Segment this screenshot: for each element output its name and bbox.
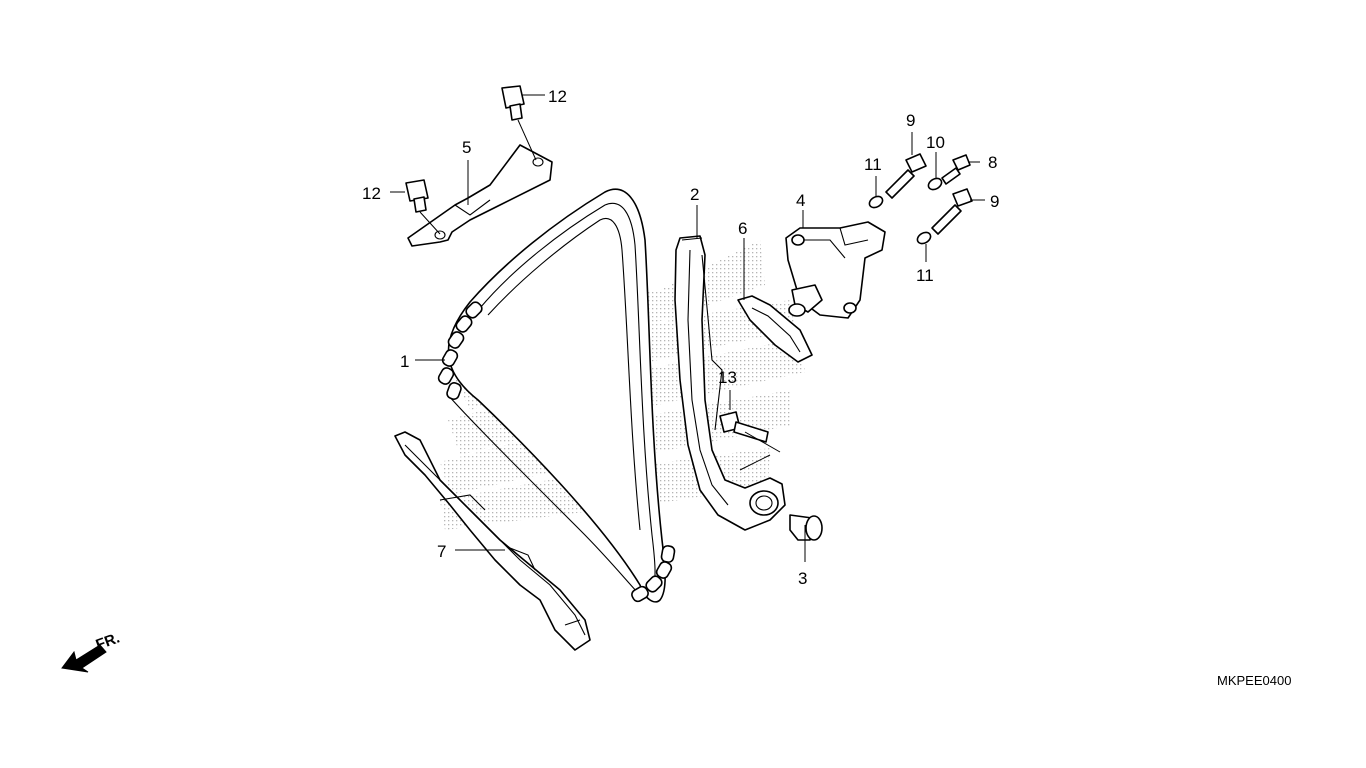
callout-2[interactable]: 2	[690, 185, 699, 204]
callout-12-top[interactable]: 12	[548, 87, 567, 106]
callout-10[interactable]: 10	[926, 133, 945, 152]
callout-7[interactable]: 7	[437, 542, 446, 561]
plate-bolt-top	[501, 85, 525, 121]
callout-6[interactable]: 6	[738, 219, 747, 238]
arm-collar	[789, 514, 823, 541]
callout-4[interactable]: 4	[796, 191, 805, 210]
callout-12-left[interactable]: 12	[362, 184, 381, 203]
plate-bolt-left	[405, 179, 429, 213]
lifter-bolt-lower	[931, 188, 973, 235]
callout-labels: 1 2 3 4 5 6 7 8 9 9 10 11 11 12 12 13	[362, 87, 999, 588]
callout-8[interactable]: 8	[988, 153, 997, 172]
front-arrow-icon	[61, 644, 107, 673]
pivot-bolt	[719, 411, 769, 443]
callout-1[interactable]: 1	[400, 352, 409, 371]
leader-lines	[390, 94, 985, 562]
callout-13[interactable]: 13	[718, 368, 737, 387]
lifter-bolt-upper	[885, 153, 927, 199]
callout-11-upper[interactable]: 11	[864, 155, 882, 174]
callout-5[interactable]: 5	[462, 138, 471, 157]
gasket	[737, 295, 813, 363]
guide-plate	[407, 144, 553, 247]
chain-links-left	[437, 301, 483, 400]
callout-9-lower[interactable]: 9	[990, 192, 999, 211]
callout-9-upper[interactable]: 9	[906, 111, 915, 130]
chain-guide	[394, 431, 591, 651]
cam-chain	[437, 188, 676, 603]
chain-links-bottom	[631, 545, 676, 603]
o-ring-upper	[868, 195, 884, 209]
front-label: FR.	[94, 630, 123, 654]
front-direction-marker: FR.	[61, 630, 123, 673]
tensioner-arm	[674, 235, 786, 531]
o-ring-lower	[916, 231, 932, 245]
callout-3[interactable]: 3	[798, 569, 807, 588]
sealing-bolt	[941, 154, 971, 185]
diagram-code: MKPEE0400	[1217, 673, 1291, 688]
callout-11-lower[interactable]: 11	[916, 266, 934, 285]
washer	[927, 177, 943, 191]
tensioner-lifter	[785, 221, 886, 319]
